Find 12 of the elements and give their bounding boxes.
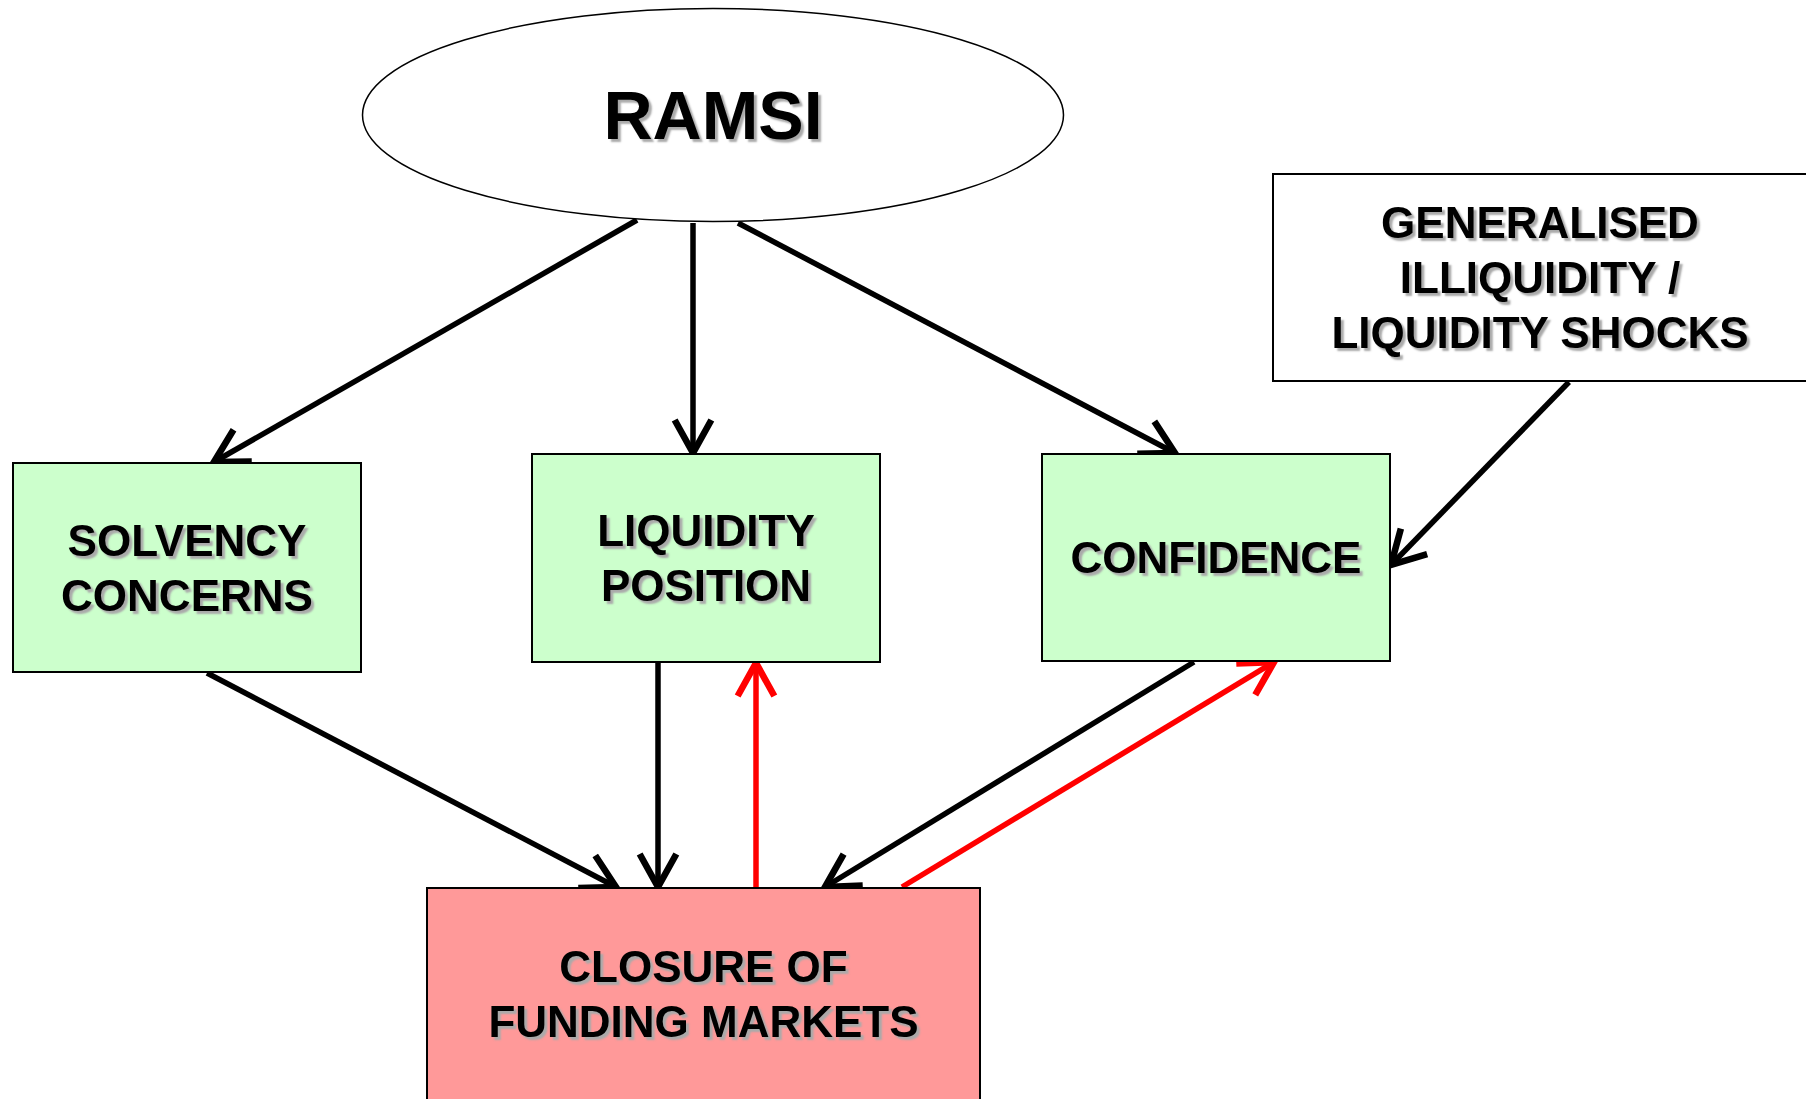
node-label: SOLVENCY CONCERNS: [60, 514, 314, 622]
node-label: CLOSURE OF FUNDING MARKETS: [487, 941, 920, 1048]
process-box: [426, 887, 981, 1099]
node-label: GENERALISED ILLIQUIDITY / LIQUIDITY SHOCKS: [1330, 197, 1750, 359]
node-label: CONFIDENCE: [1070, 532, 1362, 584]
node-label: LIQUIDITY POSITION: [596, 505, 816, 612]
process-box: [12, 462, 362, 673]
node-label: RAMSI: [603, 75, 823, 155]
process-box: [1041, 453, 1391, 662]
process-box: [1272, 173, 1806, 382]
process-box: [531, 453, 881, 663]
ellipse-node: [361, 7, 1065, 223]
